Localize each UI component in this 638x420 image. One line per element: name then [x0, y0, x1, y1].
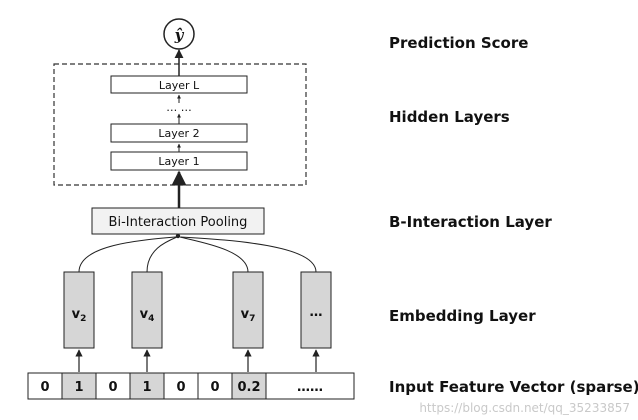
feature-cell-1 [61, 372, 97, 400]
input-feature-vector: 0 1 0 1 0 0 0.2 …… [27, 372, 355, 400]
embedding-v4: v4 [131, 271, 163, 349]
hidden-layer-l-label: Layer L [159, 79, 200, 92]
hidden-layer-1-label: Layer 1 [158, 155, 199, 168]
feature-cell-1-label: 1 [74, 380, 83, 395]
hidden-layer-ellipsis: … … [166, 101, 192, 114]
embedding-to-pooling-edges [78, 236, 317, 273]
edge-v4-pooling [146, 236, 178, 273]
feature-cell-7 [265, 372, 355, 400]
watermark-text: https://blog.csdn.net/qq_35233857 [419, 401, 630, 415]
label-embedding-layer: Embedding Layer [389, 307, 536, 325]
embedding-v2: v2 [63, 271, 95, 349]
edge-v2-pooling [78, 236, 177, 273]
embedding-v4-label: v4 [140, 307, 155, 324]
feature-cell-0-label: 0 [40, 380, 49, 395]
bi-interaction-pooling-box: Bi-Interaction Pooling [91, 207, 265, 235]
embedding-v2-label: v2 [72, 307, 87, 324]
feature-cell-6 [231, 372, 267, 400]
feature-cell-3 [129, 372, 165, 400]
output-node-label: ŷ [174, 26, 185, 44]
embedding-v7-label: v7 [241, 307, 256, 324]
embedding-more: … [300, 271, 332, 349]
feature-cell-2-label: 0 [108, 380, 117, 395]
embedding-more-label: … [310, 305, 323, 320]
feature-cell-5 [197, 372, 233, 400]
feature-cell-4-label: 0 [176, 380, 185, 395]
feature-cell-3-label: 1 [142, 380, 151, 395]
feature-cell-0 [27, 372, 63, 400]
embedding-v7: v7 [232, 271, 264, 349]
label-interaction-layer: B-Interaction Layer [389, 213, 552, 231]
bi-interaction-pooling-label: Bi-Interaction Pooling [109, 215, 248, 230]
hidden-layer-1: Layer 1 [110, 151, 248, 171]
feature-cell-6-label: 0.2 [237, 380, 260, 395]
label-hidden-layers: Hidden Layers [389, 108, 510, 126]
label-prediction-score: Prediction Score [389, 34, 528, 52]
feature-cell-5-label: 0 [210, 380, 219, 395]
hidden-layer-l: Layer L [110, 75, 248, 94]
hidden-layer-2-label: Layer 2 [158, 127, 199, 140]
feature-cell-7-label: …… [297, 380, 323, 395]
label-input-feature-vector: Input Feature Vector (sparse) [389, 378, 638, 396]
hidden-layer-2: Layer 2 [110, 123, 248, 143]
edge-v7-pooling [179, 236, 249, 273]
edge-more-pooling [180, 236, 317, 273]
pooling-junction-dot [175, 233, 181, 239]
output-node: ŷ [163, 18, 195, 50]
